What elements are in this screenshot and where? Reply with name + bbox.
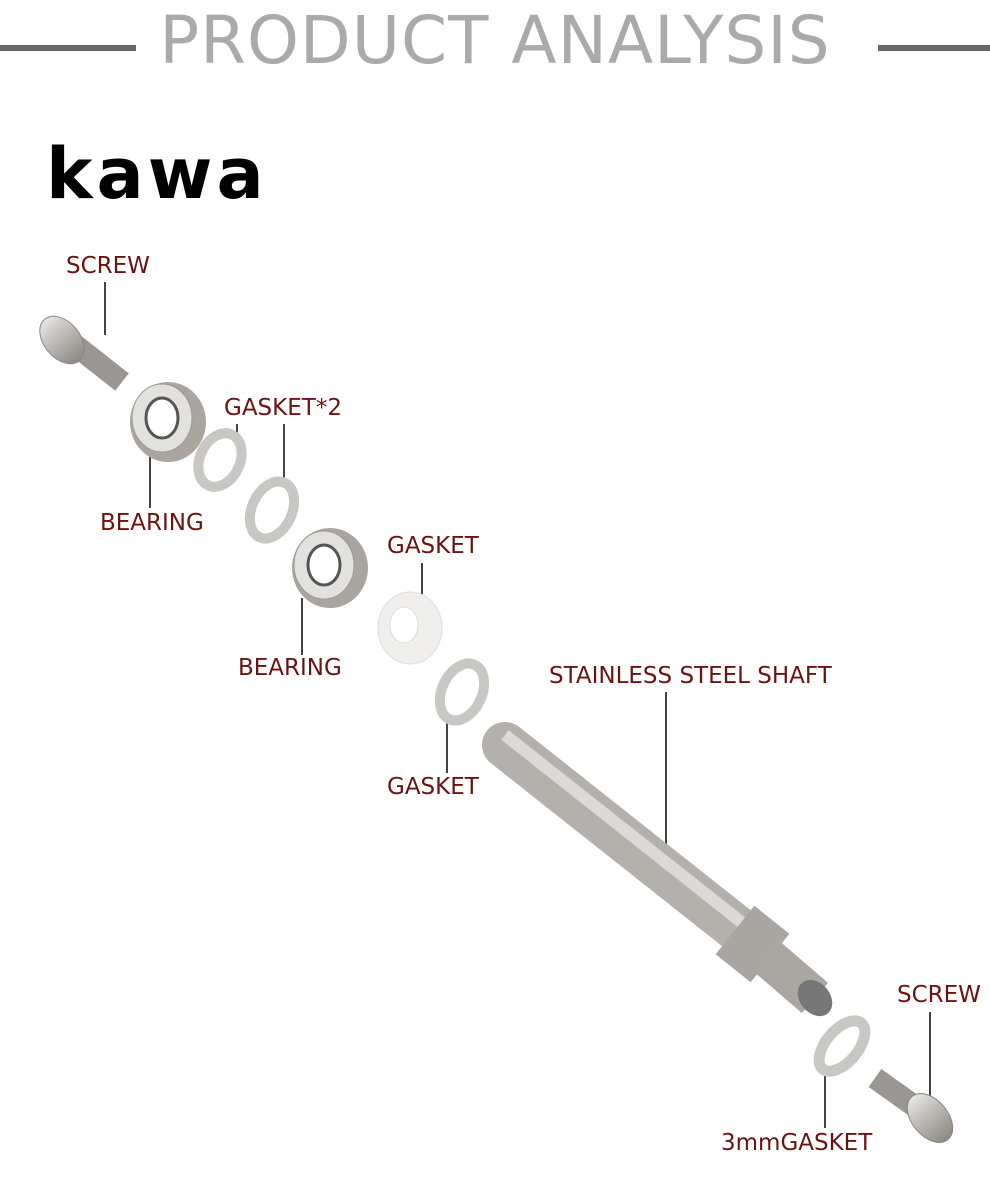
bearing-2-icon	[292, 528, 368, 608]
white-gasket-icon	[377, 591, 443, 665]
label-gasket-lower: GASKET	[387, 774, 479, 800]
label-gasket-white: GASKET	[387, 533, 479, 559]
gasket-lower-icon	[434, 658, 490, 726]
page-title: PRODUCT ANALYSIS	[159, 2, 831, 79]
leader-lines	[104, 282, 931, 1128]
label-gasket-x2: GASKET*2	[224, 395, 342, 421]
title-rule-left	[0, 45, 136, 51]
gasket-b-icon	[244, 476, 300, 544]
label-screw-top: SCREW	[66, 253, 150, 279]
brand-logo: kawa	[46, 133, 268, 215]
label-bearing-1: BEARING	[100, 510, 204, 536]
label-3mm-gasket: 3mmGASKET	[721, 1130, 873, 1156]
3mm-gasket-icon	[813, 1015, 871, 1077]
screw-top-icon	[39, 315, 129, 391]
title-rule-right	[878, 45, 990, 51]
stainless-steel-shaft-icon	[482, 722, 833, 1017]
bearing-1-icon	[130, 382, 206, 462]
screw-bottom-icon	[868, 1069, 954, 1143]
label-shaft: STAINLESS STEEL SHAFT	[549, 663, 832, 689]
label-screw-bottom: SCREW	[897, 982, 981, 1008]
gasket-a-icon	[193, 428, 247, 492]
label-bearing-2: BEARING	[238, 655, 342, 681]
